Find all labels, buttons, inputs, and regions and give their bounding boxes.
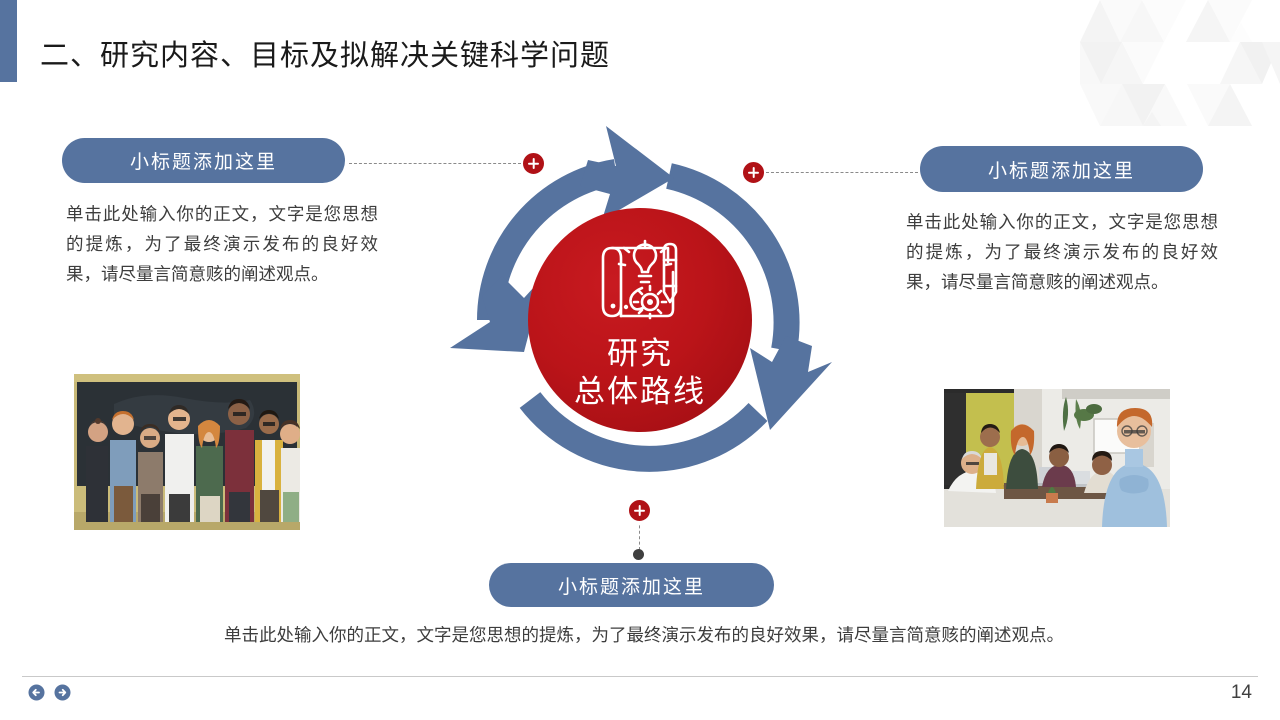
center-line2: 总体路线 — [574, 374, 706, 410]
cycle-arrow-heads — [450, 126, 832, 430]
connector-line-bottom — [639, 520, 640, 550]
page-number: 14 — [1230, 682, 1252, 703]
blueprint-idea-icon — [601, 239, 678, 320]
connector-end-dot — [633, 549, 644, 560]
section-pill-right-label: 小标题添加这里 — [987, 159, 1135, 182]
section-body-right: 单击此处输入你的正文，文字是您思想的提炼，为了最终演示发布的良好效果，请尽量言简… — [906, 213, 1218, 293]
arrow-right-circle-icon[interactable] — [54, 684, 71, 701]
footer-divider — [22, 676, 1258, 677]
section-body-left: 单击此处输入你的正文，文字是您思想的提炼，为了最终演示发布的良好效果，请尽量言简… — [66, 205, 378, 285]
triangle-pattern-decoration — [1080, 0, 1280, 130]
section-pill-bottom[interactable]: 小标题添加这里 — [489, 563, 774, 607]
section-pill-left-label: 小标题添加这里 — [129, 151, 277, 173]
plus-icon-bottom[interactable] — [627, 498, 652, 523]
section-pill-bottom-label: 小标题添加这里 — [557, 575, 705, 598]
plus-icon-left[interactable] — [521, 151, 546, 176]
cycle-diagram: 研究 总体路线 — [420, 100, 860, 540]
photo-right — [944, 389, 1170, 527]
section-body-bottom: 单击此处输入你的正文，文字是您思想的提炼，为了最终演示发布的良好效果，请尽量言简… — [224, 626, 1064, 646]
center-line1: 研究 — [607, 336, 673, 372]
arrow-left-circle-icon[interactable] — [28, 684, 45, 701]
page-title: 二、研究内容、目标及拟解决关键科学问题 — [40, 38, 611, 72]
section-pill-right[interactable]: 小标题添加这里 — [920, 146, 1203, 192]
photo-left — [74, 374, 300, 530]
section-pill-left[interactable]: 小标题添加这里 — [62, 138, 345, 183]
plus-icon-right[interactable] — [741, 160, 766, 185]
center-circle — [528, 208, 752, 432]
title-accent-bar — [0, 0, 17, 82]
slide-nav — [28, 684, 71, 701]
connector-line-left — [349, 163, 521, 164]
connector-line-right — [766, 172, 918, 173]
